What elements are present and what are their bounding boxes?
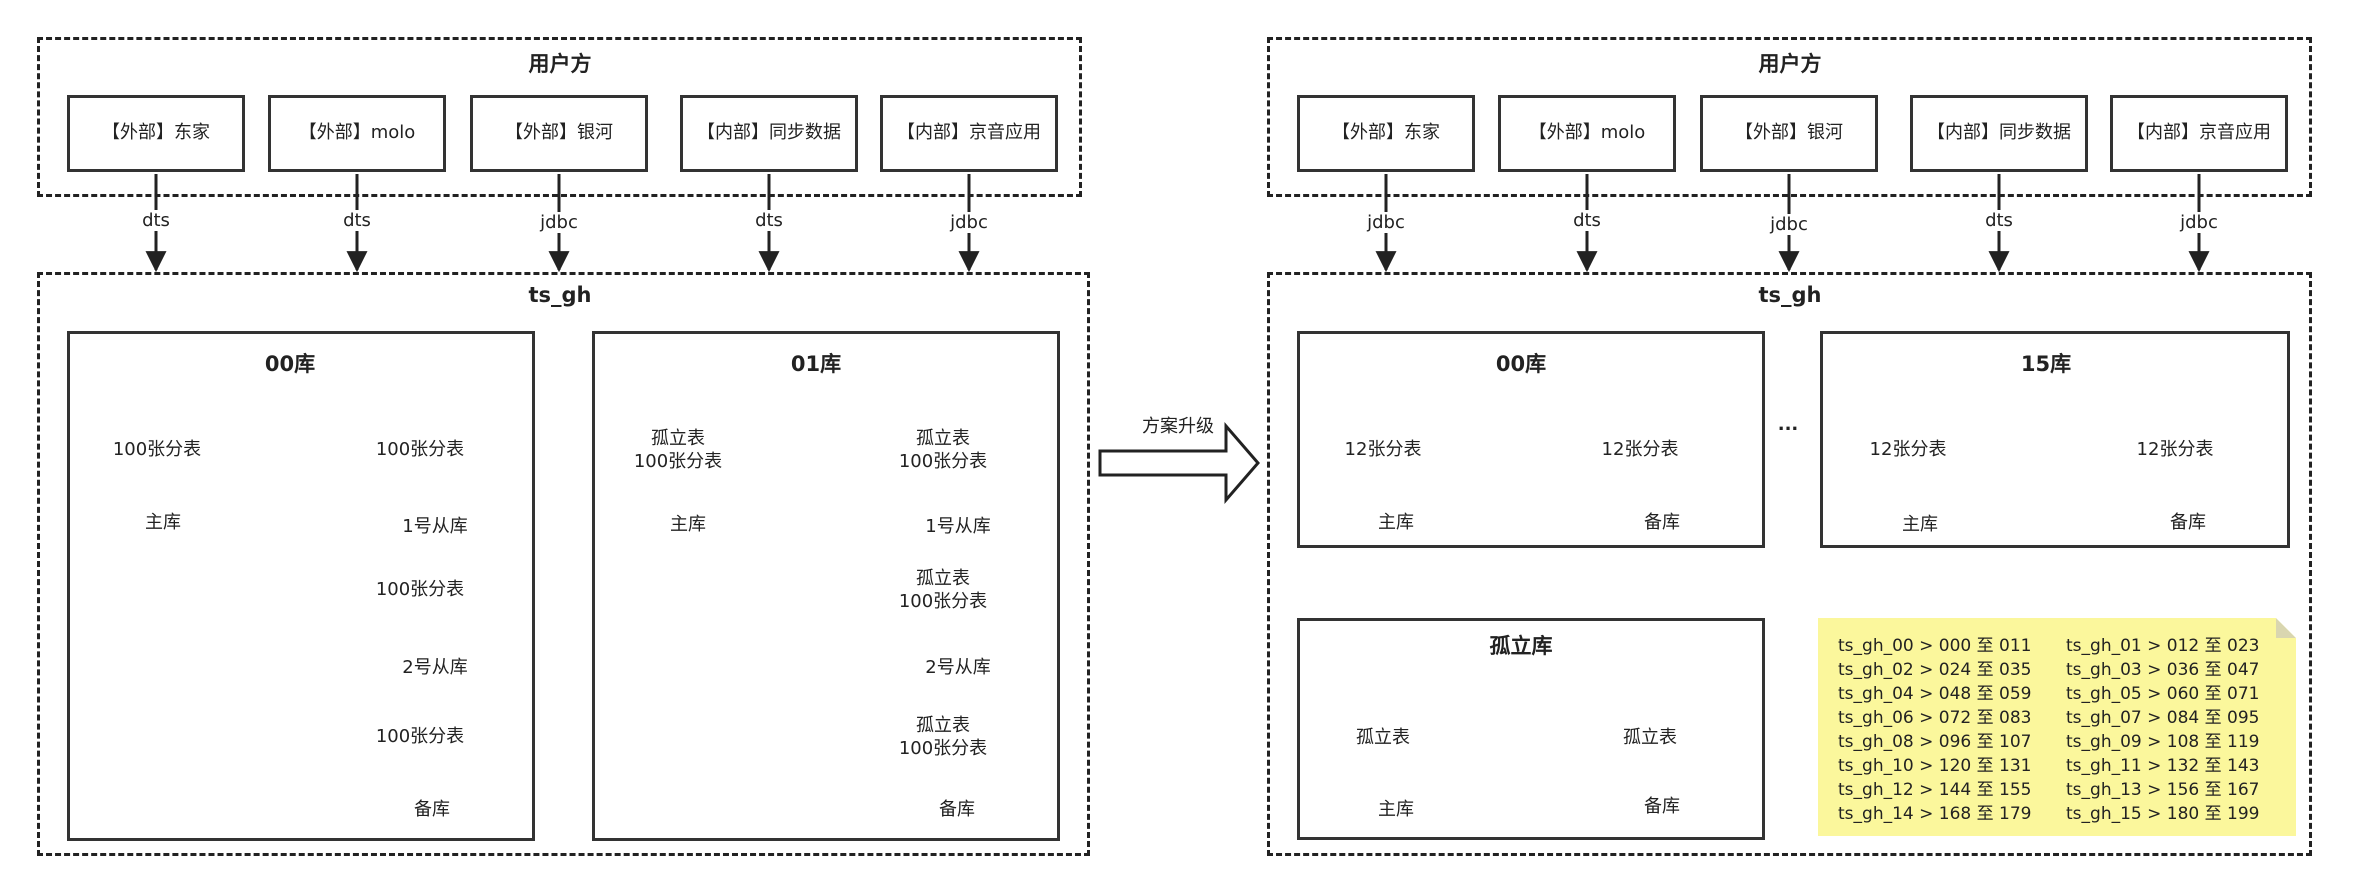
right-client-group (1267, 37, 2312, 197)
left-db00-slave2-text: 100张分表 (375, 579, 465, 601)
left-db00-slave1-text: 100张分表 (375, 439, 465, 461)
shard-mapping-entry: ts_gh_13 > 156 至 167 (2066, 780, 2260, 800)
db-ellipsis: ... (1777, 414, 1799, 435)
shard-mapping-entry: ts_gh_10 > 120 至 131 (1838, 756, 2032, 776)
upgrade-label: 方案升级 (1142, 416, 1214, 437)
right-isolated-master-text: 孤立表 (1356, 727, 1410, 749)
right-isolated-master-label: 主库 (1378, 799, 1414, 820)
right-db00-title: 00库 (1495, 352, 1547, 376)
right-cluster-title: ts_gh (1758, 283, 1822, 307)
right-db15-backup-label: 备库 (2170, 512, 2206, 533)
right-client-yinhe[interactable]: 【外部】银河 (1700, 95, 1878, 172)
left-db00-master-label: 主库 (145, 512, 181, 533)
isolated-table-line: 孤立表 (651, 427, 705, 449)
left-client-molo[interactable]: 【外部】molo (268, 95, 446, 172)
left-db00-slave2-label: 2号从库 (402, 657, 468, 678)
left-cluster-title: ts_gh (528, 283, 592, 307)
left-db01-slave1-text: 孤立表 100张分表 (878, 410, 1008, 490)
upgrade-arrow (1098, 421, 1260, 505)
shard-mapping-entry: ts_gh_02 > 024 至 035 (1838, 660, 2032, 680)
sharded-table-line: 100张分表 (633, 451, 723, 472)
left-db01-backup-text: 孤立表 100张分表 (878, 697, 1008, 777)
left-protocol-label: dts (739, 210, 799, 231)
left-db01-master-label: 主库 (670, 514, 706, 535)
left-db01-master-text: 孤立表 100张分表 (613, 410, 743, 490)
shard-mapping-entry: ts_gh_07 > 084 至 095 (2066, 708, 2260, 728)
shard-mapping-entry: ts_gh_01 > 012 至 023 (2066, 636, 2260, 656)
shard-mapping-entry: ts_gh_00 > 000 至 011 (1838, 636, 2032, 656)
shard-mapping-entry: ts_gh_09 > 108 至 119 (2066, 732, 2260, 752)
shard-mapping-entry: ts_gh_14 > 168 至 179 (1838, 804, 2032, 824)
isolated-table-line: 孤立表 (916, 427, 970, 449)
left-db00-master-text: 100张分表 (112, 439, 202, 461)
right-isolated-title: 孤立库 (1489, 634, 1553, 658)
right-db00-master-label: 主库 (1378, 512, 1414, 533)
left-protocol-label: dts (126, 210, 186, 231)
left-client-jingyin-app[interactable]: 【内部】京音应用 (880, 95, 1058, 172)
left-protocol-label: dts (327, 210, 387, 231)
isolated-table-line: 孤立表 (916, 714, 970, 736)
right-db00-box (1297, 331, 1765, 548)
right-db00-backup-label: 备库 (1644, 512, 1680, 533)
shard-mapping-entry: ts_gh_06 > 072 至 083 (1838, 708, 2032, 728)
right-protocol-label: dts (1557, 210, 1617, 231)
shard-mapping-entry: ts_gh_11 > 132 至 143 (2066, 756, 2260, 776)
shard-mapping-note: ts_gh_00 > 000 至 011 ts_gh_01 > 012 至 023… (1818, 618, 2296, 836)
right-client-molo[interactable]: 【外部】molo (1498, 95, 1676, 172)
right-isolated-box (1297, 618, 1765, 840)
shard-mapping-entry: ts_gh_12 > 144 至 155 (1838, 780, 2032, 800)
left-client-yinhe[interactable]: 【外部】银河 (470, 95, 648, 172)
left-db00-box (67, 331, 535, 841)
left-client-dongjia[interactable]: 【外部】东家 (67, 95, 245, 172)
left-protocol-label: jdbc (939, 212, 999, 233)
left-db01-backup-label: 备库 (939, 799, 975, 820)
right-protocol-label: jdbc (2169, 212, 2229, 233)
right-cluster (1267, 272, 2312, 856)
right-isolated-backup-text: 孤立表 (1623, 727, 1677, 749)
sharded-table-line: 100张分表 (898, 451, 988, 472)
right-client-jingyin-app[interactable]: 【内部】京音应用 (2110, 95, 2288, 172)
right-db15-title: 15库 (2020, 352, 2072, 376)
isolated-table-line: 孤立表 (916, 567, 970, 589)
left-db01-slave1-label: 1号从库 (925, 516, 991, 537)
shard-mapping-entry: ts_gh_15 > 180 至 199 (2066, 804, 2260, 824)
left-client-sync-data[interactable]: 【内部】同步数据 (680, 95, 858, 172)
right-db15-master-label: 主库 (1902, 514, 1938, 535)
right-client-dongjia[interactable]: 【外部】东家 (1297, 95, 1475, 172)
left-db01-slave2-label: 2号从库 (925, 657, 991, 678)
left-db00-backup-text: 100张分表 (375, 726, 465, 748)
left-db00-slave1-label: 1号从库 (402, 516, 468, 537)
shard-mapping-entry: ts_gh_03 > 036 至 047 (2066, 660, 2260, 680)
shard-mapping-entry: ts_gh_04 > 048 至 059 (1838, 684, 2032, 704)
left-db00-title: 00库 (264, 352, 316, 376)
right-db00-backup-text: 12张分表 (1601, 439, 1679, 461)
left-db01-box (592, 331, 1060, 841)
left-db01-title: 01库 (790, 352, 842, 376)
sharded-table-line: 100张分表 (898, 591, 988, 612)
right-client-sync-data[interactable]: 【内部】同步数据 (1910, 95, 2088, 172)
left-client-group (37, 37, 1082, 197)
right-client-group-title: 用户方 (1758, 52, 1822, 76)
right-db15-master-text: 12张分表 (1869, 439, 1947, 461)
right-protocol-label: jdbc (1759, 214, 1819, 235)
right-db15-backup-text: 12张分表 (2136, 439, 2214, 461)
right-protocol-label: jdbc (1356, 212, 1416, 233)
left-db00-backup-label: 备库 (414, 799, 450, 820)
shard-mapping-entry: ts_gh_05 > 060 至 071 (2066, 684, 2260, 704)
right-protocol-label: dts (1969, 210, 2029, 231)
right-isolated-backup-label: 备库 (1644, 796, 1680, 817)
right-db00-master-text: 12张分表 (1344, 439, 1422, 461)
left-cluster (37, 272, 1090, 856)
left-client-group-title: 用户方 (528, 52, 592, 76)
right-db15-box (1820, 331, 2290, 548)
sharded-table-line: 100张分表 (898, 738, 988, 759)
shard-mapping-entry: ts_gh_08 > 096 至 107 (1838, 732, 2032, 752)
left-db01-slave2-text: 孤立表 100张分表 (878, 550, 1008, 630)
left-protocol-label: jdbc (529, 212, 589, 233)
